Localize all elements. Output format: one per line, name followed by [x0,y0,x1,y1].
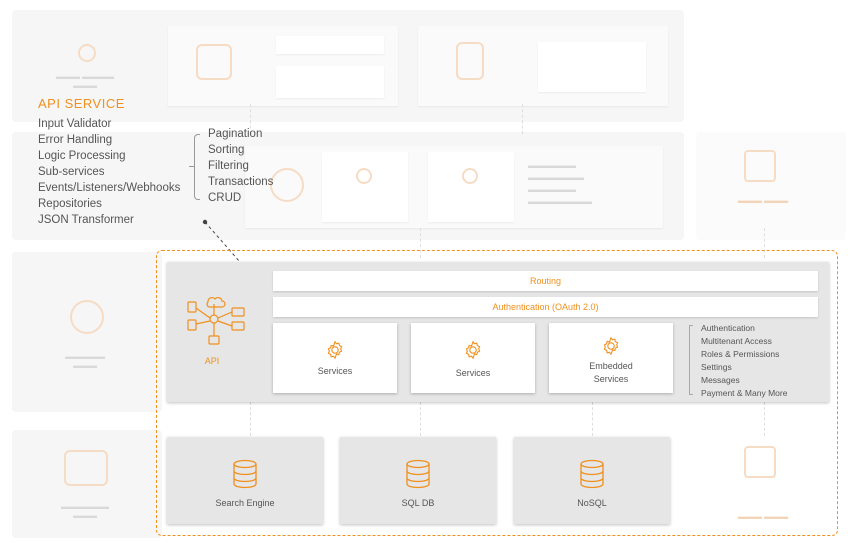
list-item: Input Validator [38,118,112,130]
ghost-icon [196,44,232,80]
ghost-text: ▬▬▬▬▬▬▬▬▬ [61,502,109,520]
gear-icon [327,340,343,360]
feature-list-brace [689,325,693,395]
ghost-connector [250,104,251,134]
services-card: Services [411,323,535,393]
list-item: Multitenant Access [701,336,772,346]
db-label: SQL DB [401,498,435,508]
embedded-services-card: Embedded Services [549,323,673,393]
ghost-icon [70,300,104,334]
ghost-card [276,36,384,54]
ghost-connector [250,402,251,436]
ghost-text: ▬▬▬ ▬▬▬ [737,512,789,521]
repository-sub-list: Pagination Sorting Filtering Transaction… [208,126,298,206]
ghost-icon [356,168,372,184]
list-item: JSON Transformer [38,214,134,226]
gear-icon [465,340,481,360]
search-engine-db: Search Engine [167,437,323,524]
list-item: Filtering [208,160,249,172]
api-service-title: API SERVICE [38,96,125,111]
api-service-list: Input Validator Error Handling Logic Pro… [38,116,208,228]
sub-list-brace-tick [189,166,194,167]
list-item: Repositories [38,198,102,210]
list-item: Error Handling [38,134,113,146]
sub-list-brace [194,134,200,200]
routing-bar: Routing [273,271,818,291]
database-icon [233,459,257,489]
embedded-services-label: Embedded Services [589,361,633,384]
list-item: Events/Listeners/Webhooks [38,182,181,194]
list-item: Sub-services [38,166,105,178]
gear-icon [603,336,619,356]
sql-db: SQL DB [340,437,496,524]
ghost-connector [592,402,593,436]
services-label: Services [317,366,353,376]
ghost-text: ▬▬▬ ▬▬▬ [737,196,789,205]
api-label: API [204,356,220,366]
list-item: Payment & Many More [701,388,788,398]
list-item: Logic Processing [38,150,126,162]
ghost-connector [764,228,765,258]
api-focus-region [156,250,838,536]
list-item: CRUD [208,192,242,204]
ghost-card [428,152,514,222]
api-network-icon [187,297,245,345]
list-item: Settings [701,362,732,372]
ghost-text: ▬▬▬▬▬▬▬▬▬▬▬▬▬▬▬▬▬▬▬▬▬▬▬▬▬▬▬ [528,161,592,206]
services-label: Services [455,368,491,378]
ghost-icon [462,168,478,184]
list-item: Pagination [208,128,263,140]
list-item: Transactions [208,176,274,188]
ghost-connector [522,104,523,134]
list-item: Authentication [701,323,755,333]
database-icon [580,459,604,489]
ghost-icon [64,450,108,486]
ghost-text: ▬▬▬▬▬▬▬▬ [65,352,105,370]
ghost-icon [456,42,484,80]
ghost-icon [78,44,96,62]
ghost-connector [764,402,765,436]
ghost-connector [420,228,421,258]
list-item: Messages [701,375,740,385]
ghost-card [276,66,384,98]
ghost-card [322,152,408,222]
ghost-icon [744,150,776,182]
ghost-text: ▬▬▬ ▬▬▬▬▬▬▬ [55,72,115,90]
list-item: Roles & Permissions [701,349,780,359]
ghost-connector [420,402,421,436]
feature-list: Authentication Multitenant Access Roles … [701,322,826,400]
authentication-bar: Authentication (OAuth 2.0) [273,297,818,317]
database-icon [406,459,430,489]
list-item: Sorting [208,144,245,156]
ghost-icon [744,446,776,478]
nosql-db: NoSQL [514,437,670,524]
ghost-card [538,42,646,92]
db-label: Search Engine [215,498,275,508]
services-card: Services [273,323,397,393]
ghost-icon [270,168,304,202]
db-label: NoSQL [577,498,607,508]
